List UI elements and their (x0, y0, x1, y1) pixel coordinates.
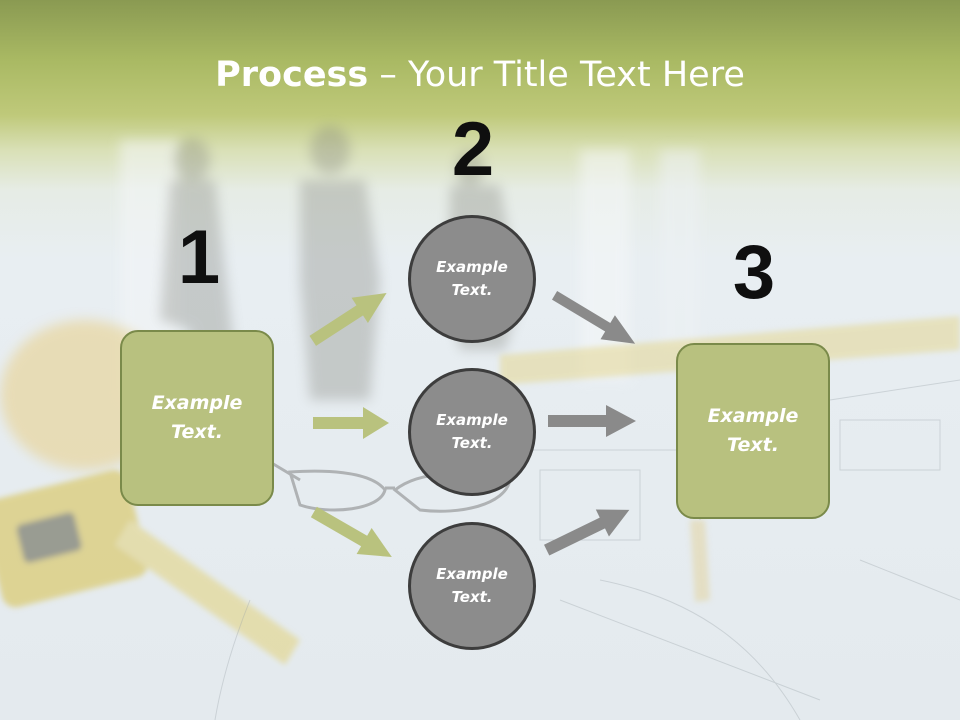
step-3-box[interactable]: Example Text. (676, 343, 830, 519)
step-number-2: 2 (451, 107, 495, 192)
step-3-text: Example Text. (707, 405, 799, 456)
process-circle-3[interactable]: Example Text. (408, 522, 536, 650)
arrow-from-circle-3 (544, 509, 630, 556)
green-arrows (309, 292, 392, 557)
circle-2-text: Example Text. (436, 411, 508, 452)
step-number-3: 3 (732, 230, 776, 315)
title-rest: – Your Title Text Here (368, 55, 745, 95)
arrow-from-circle-2 (548, 405, 636, 437)
arrow-to-circle-3 (310, 506, 392, 557)
circle-3-text: Example Text. (436, 565, 508, 606)
step-1-box[interactable]: Example Text. (120, 330, 274, 506)
process-circle-1[interactable]: Example Text. (408, 215, 536, 343)
process-circle-2[interactable]: Example Text. (408, 368, 536, 496)
arrow-to-circle-2 (313, 407, 389, 439)
step-1-text: Example Text. (151, 392, 243, 443)
circle-1-text: Example Text. (436, 258, 508, 299)
gray-arrows (544, 291, 636, 556)
arrow-from-circle-1 (551, 291, 636, 344)
slide-title: Process – Your Title Text Here (0, 52, 960, 98)
arrow-to-circle-1 (309, 292, 387, 346)
step-number-1: 1 (177, 215, 221, 300)
title-bold: Process (215, 55, 369, 95)
